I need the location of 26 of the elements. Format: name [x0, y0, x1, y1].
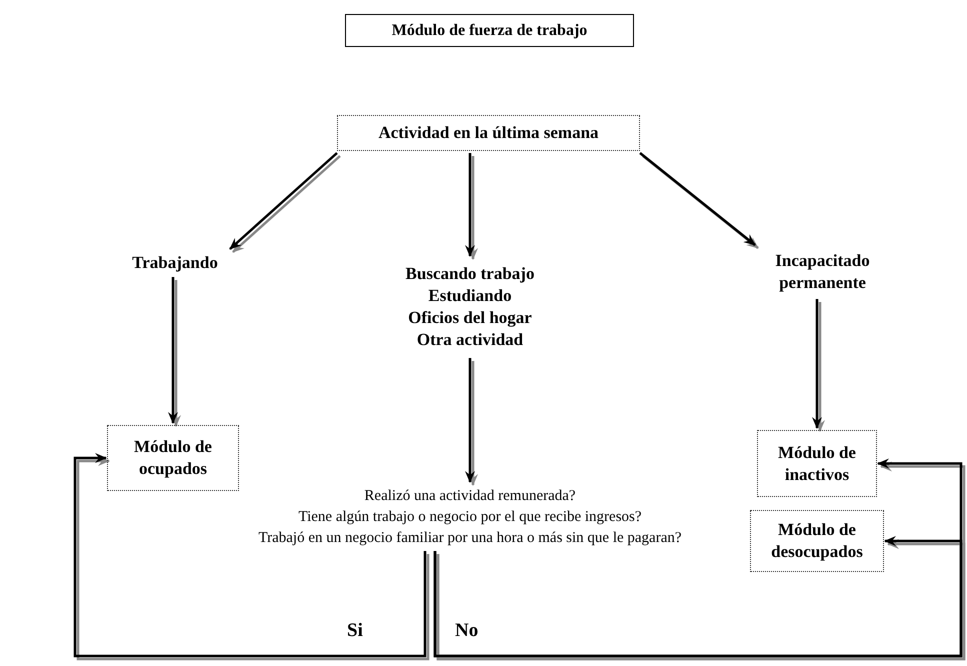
- category-label: Oficios del hogar: [408, 307, 532, 329]
- arrow: [639, 152, 756, 246]
- arrow: [168, 277, 178, 424]
- box-label: Módulo de inactivos: [777, 442, 857, 486]
- question-text: Realizó una actividad remunerada?: [364, 486, 576, 506]
- arrow: [465, 358, 475, 483]
- box-label: Módulo de desocupados: [770, 519, 864, 563]
- category-label: Buscando trabajo: [406, 263, 534, 285]
- category-label: Estudiando: [428, 285, 512, 307]
- module-box: [107, 425, 239, 491]
- question-text: Trabajó en un negocio familiar por una hora o más sin que le pagaran?: [258, 528, 682, 548]
- box-label: Actividad en la última semana: [378, 122, 599, 144]
- category-label: Incapacitado permanente: [774, 250, 871, 294]
- category-label: Trabajando: [132, 252, 218, 274]
- arrow: [465, 153, 475, 257]
- question-text: Tiene algún trabajo o negocio por el que recibe ingresos?: [298, 508, 642, 526]
- arrow: [74, 453, 426, 658]
- module-box: [757, 430, 877, 497]
- box-label: Módulo de ocupados: [133, 436, 213, 480]
- arrow: [229, 152, 338, 250]
- process-box: [337, 115, 640, 151]
- arrow: [812, 299, 822, 429]
- category-label: Otra actividad: [416, 329, 524, 351]
- module-box: [750, 510, 884, 572]
- title-box: Módulo de fuerza de trabajo: [345, 14, 634, 47]
- arrow: [434, 536, 962, 658]
